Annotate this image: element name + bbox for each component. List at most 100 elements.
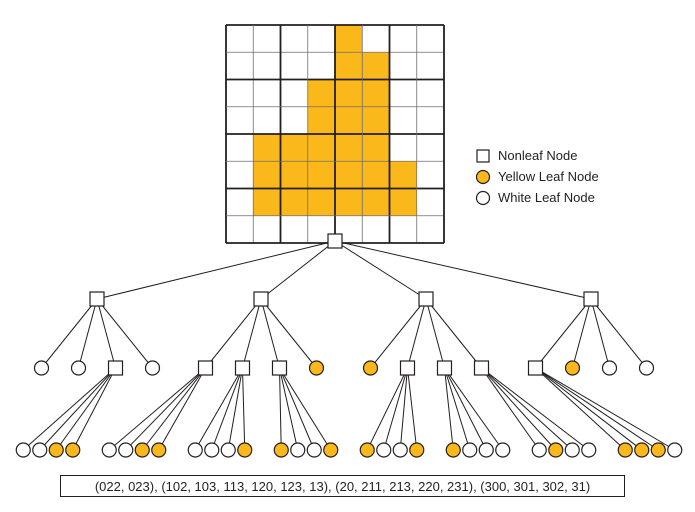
white-leaf-node — [33, 360, 50, 376]
legend-item-nonleaf: Nonleaf Node — [475, 145, 675, 166]
grid-cell-yellow — [253, 188, 281, 216]
tree-edge — [211, 367, 243, 451]
grid-cell-white — [280, 215, 308, 243]
yellow-leaf-node — [134, 442, 150, 458]
white-leaf-node — [118, 442, 134, 458]
tree-edge — [260, 298, 317, 369]
yellow-leaf-node — [48, 442, 64, 458]
grid-cell-yellow — [389, 161, 417, 189]
grid-cell-yellow — [362, 106, 390, 134]
tree-edge — [334, 240, 427, 300]
yellow-leaf-node — [323, 442, 339, 458]
tree-edge — [407, 298, 427, 369]
white-circle-icon — [475, 190, 491, 206]
grid-cell-white — [280, 25, 308, 53]
grid-cell-white — [253, 25, 281, 53]
tree-edge — [370, 298, 427, 369]
tree-edge — [78, 298, 98, 369]
grid-cell-yellow — [362, 52, 390, 80]
yellow-leaf-node — [151, 442, 167, 458]
white-leaf-node — [564, 442, 580, 458]
tree-edge — [279, 367, 332, 451]
tree-edge — [590, 298, 610, 369]
grid-cell-yellow — [335, 188, 363, 216]
tree-edges — [22, 240, 676, 451]
grid-cell-yellow — [335, 134, 363, 162]
tree-edge — [590, 298, 647, 369]
tree-edge — [535, 367, 626, 451]
grid-cell-yellow — [335, 161, 363, 189]
grid-cell-yellow — [335, 79, 363, 107]
tree-edge — [194, 367, 243, 451]
white-leaf-node — [581, 442, 597, 458]
tree-edge — [535, 298, 592, 369]
nonleaf-node — [89, 291, 105, 307]
grid-cell-yellow — [280, 188, 308, 216]
tree-edge — [444, 367, 471, 451]
tree-edge — [444, 367, 504, 451]
tree-edge — [41, 298, 98, 369]
yellow-leaf-node — [359, 442, 375, 458]
tree-edge — [279, 367, 315, 451]
tree-edge — [242, 367, 246, 451]
legend-item-yellow-leaf: Yellow Leaf Node — [475, 166, 675, 187]
nonleaf-node — [527, 360, 544, 376]
grid-cell-white — [226, 215, 254, 243]
grid-cell-white — [226, 134, 254, 162]
nonleaf-node — [418, 291, 434, 307]
grid-cell-yellow — [253, 161, 281, 189]
grid-cell-yellow — [362, 188, 390, 216]
yellow-leaf-node — [445, 442, 461, 458]
tree-edge — [125, 367, 206, 451]
grid-cell-yellow — [280, 161, 308, 189]
tree-edge — [279, 367, 282, 451]
grid-cell-white — [416, 134, 444, 162]
grid-cell-white — [362, 215, 390, 243]
grid-cell-white — [253, 215, 281, 243]
tree-edge — [399, 367, 408, 451]
white-leaf-node — [70, 360, 87, 376]
yellow-leaf-node — [634, 442, 650, 458]
yellow-leaf-node — [409, 442, 425, 458]
white-leaf-node — [15, 442, 31, 458]
tree-edge — [96, 298, 153, 369]
tree-edge — [425, 298, 482, 369]
grid-cell-white — [226, 25, 254, 53]
grid-cell-yellow — [335, 52, 363, 80]
tree-edge — [334, 240, 592, 300]
white-leaf-node — [376, 442, 392, 458]
white-leaf-node — [462, 442, 478, 458]
tree-edge — [535, 367, 643, 451]
white-leaf-node — [638, 360, 655, 376]
yellow-leaf-node — [650, 442, 666, 458]
white-leaf-node — [220, 442, 236, 458]
legend-label: White Leaf Node — [498, 190, 595, 205]
grid-cell-white — [389, 52, 417, 80]
nonleaf-node — [234, 360, 251, 376]
grid-cell-yellow — [389, 188, 417, 216]
grid-cell-yellow — [362, 161, 390, 189]
grid-cell-white — [389, 215, 417, 243]
tree-edge — [39, 367, 116, 451]
yellow-leaf-node — [362, 360, 379, 376]
grid-cell-yellow — [362, 134, 390, 162]
white-leaf-node — [290, 442, 306, 458]
white-leaf-node — [32, 442, 48, 458]
tree-edge — [242, 298, 262, 369]
nonleaf-node — [399, 360, 416, 376]
square-icon — [475, 148, 491, 164]
grid-cell-white — [389, 134, 417, 162]
leaf-code-list: (022, 023), (102, 103, 113, 120, 123, 13… — [60, 475, 625, 497]
grid-cell-white — [416, 79, 444, 107]
nonleaf-node — [271, 360, 288, 376]
white-leaf-node — [667, 442, 683, 458]
grid-cell-yellow — [307, 106, 335, 134]
white-leaf-node — [495, 442, 511, 458]
tree-edge — [158, 367, 206, 451]
white-leaf-node — [306, 442, 322, 458]
grid-cell-white — [362, 25, 390, 53]
tree-edge — [425, 298, 445, 369]
nonleaf-node — [107, 360, 124, 376]
nonleaf-node — [253, 291, 269, 307]
tree-edge — [572, 298, 592, 369]
